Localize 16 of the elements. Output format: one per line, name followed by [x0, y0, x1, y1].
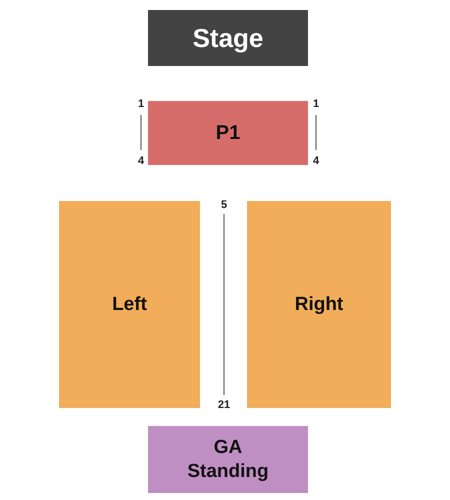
row-number: 5	[220, 199, 228, 211]
section-name: Left	[112, 292, 147, 316]
row-number: 4	[312, 155, 320, 167]
row-number: 4	[138, 155, 144, 167]
section-block	[59, 201, 200, 408]
standing-area	[148, 426, 308, 493]
stage-block	[148, 10, 308, 66]
row-number: 1	[138, 98, 144, 110]
section-name: GA Standing	[186, 436, 270, 484]
row-number: 21	[218, 399, 230, 411]
section-block	[247, 201, 391, 408]
section-block	[148, 101, 308, 165]
section-name: Stage	[192, 22, 264, 54]
section-name: P1	[216, 120, 240, 146]
section-name: Right	[294, 292, 344, 316]
row-number: 1	[312, 98, 320, 110]
